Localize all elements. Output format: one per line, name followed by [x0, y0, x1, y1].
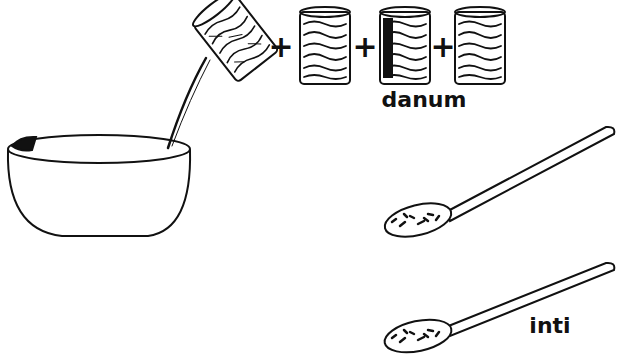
can-top	[455, 7, 505, 17]
ingredient-label: danum	[382, 87, 467, 112]
can	[380, 7, 430, 84]
can-top	[300, 7, 350, 17]
can-contents	[204, 5, 271, 74]
bowl-rim	[8, 135, 190, 163]
bowl-shadow	[12, 137, 36, 151]
plus-sign: +	[430, 29, 455, 64]
spoon-grains	[392, 214, 439, 226]
can-top	[190, 0, 238, 30]
can-contents	[209, 14, 263, 69]
can-body	[300, 12, 350, 84]
water-stream	[168, 58, 206, 148]
can-body	[380, 12, 430, 84]
spoon-grains	[392, 330, 439, 342]
can	[300, 7, 350, 84]
plus-sign: +	[352, 29, 377, 64]
spoon-bowl	[382, 314, 455, 357]
spoon	[381, 127, 614, 243]
pouring-can	[190, 0, 279, 82]
ingredient-label: inti	[529, 313, 570, 338]
can-body	[455, 12, 505, 84]
spoon	[382, 263, 615, 358]
can-contents	[304, 22, 346, 80]
can-contents	[459, 22, 501, 80]
spoon-handle	[446, 127, 614, 221]
ink	[8, 0, 614, 358]
can	[455, 7, 505, 84]
can-top	[380, 7, 430, 17]
spoon-bowl	[381, 197, 454, 243]
plus-sign: +	[268, 29, 293, 64]
water-stream	[172, 60, 210, 146]
can-shadow	[383, 18, 393, 78]
